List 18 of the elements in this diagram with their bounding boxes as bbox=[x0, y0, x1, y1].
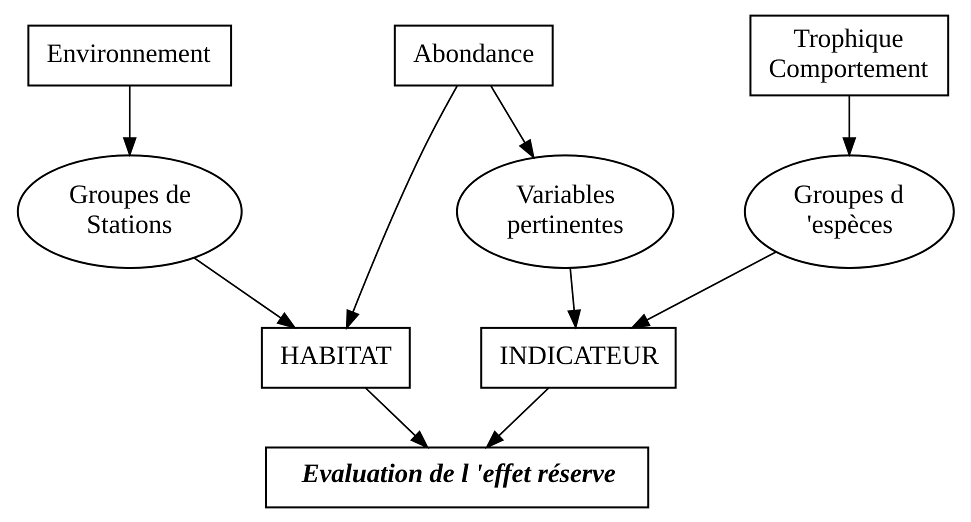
node-box: Trophique Comportement bbox=[748, 14, 949, 96]
node-ellipse: Groupes d 'espèces bbox=[743, 154, 954, 268]
node-box: Environnement bbox=[26, 24, 232, 86]
node-box: INDICATEUR bbox=[480, 326, 676, 388]
arrow bbox=[566, 268, 581, 330]
node-ellipse: Variables pertinentes bbox=[455, 154, 674, 268]
arrow bbox=[484, 387, 549, 449]
arrow bbox=[122, 85, 136, 157]
arrow bbox=[842, 95, 856, 157]
arrow bbox=[193, 256, 296, 329]
arrow bbox=[629, 250, 776, 329]
arrow bbox=[345, 84, 458, 330]
node-box: Evaluation de l 'effet réserve bbox=[264, 446, 649, 508]
arrow bbox=[364, 387, 429, 449]
node-ellipse: Groupes de Stations bbox=[16, 154, 242, 268]
node-box: HABITAT bbox=[260, 326, 410, 388]
node-box: Abondance bbox=[393, 24, 554, 86]
arrow bbox=[490, 85, 534, 159]
